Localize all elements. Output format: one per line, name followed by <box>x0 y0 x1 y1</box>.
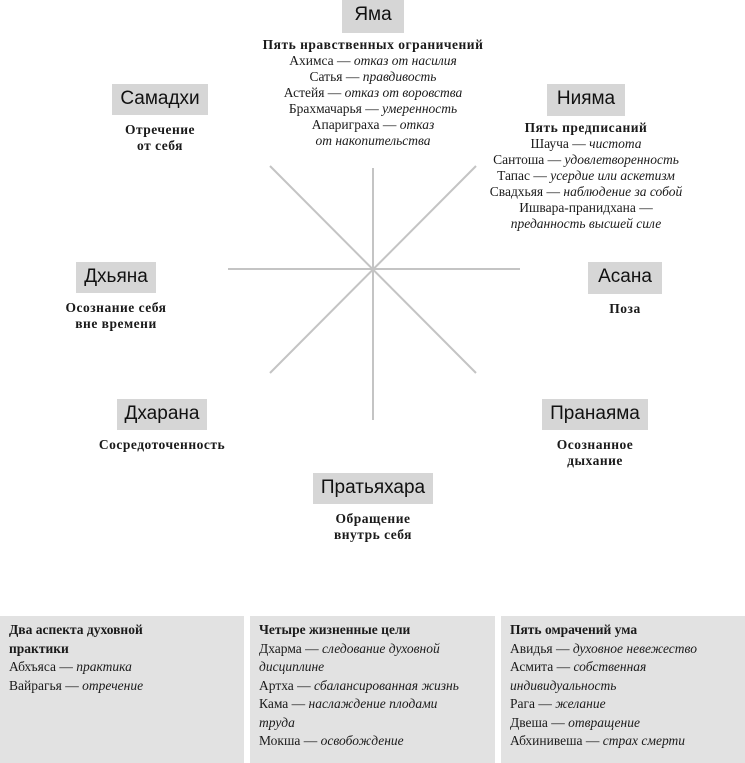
list-item: Шауча — чистота <box>530 136 642 151</box>
limb-niyama: Нияма Пять предписаний Шауча — чистота С… <box>456 84 716 232</box>
list-item: Сантоша — удовлетворенность <box>493 152 679 167</box>
list-item-continuation: от накопительства <box>315 133 431 148</box>
list-item: Свадхьяя — наблюдение за собой <box>489 184 683 199</box>
limb-subtitle: Обращение внутрь себя <box>333 511 412 542</box>
limb-label: Самадхи <box>112 84 208 115</box>
spoke-diagonal-b <box>269 165 477 374</box>
list-item: Авидья — духовное невежество <box>510 640 697 656</box>
limb-dhyana: Дхьяна Осознание себя вне времени <box>41 262 191 332</box>
limb-subtitle: Сосредоточенность <box>98 437 226 452</box>
list-item: Абхинивеша — страх смерти <box>510 733 686 748</box>
list-item: Дхарма — следование духовной <box>259 640 440 656</box>
list-item: Кама — наслаждение плодами <box>259 696 438 711</box>
limb-subtitle: Осознанное дыхание <box>556 437 634 468</box>
list-item: Астейя — отказ от воровства <box>283 85 463 100</box>
limb-label: Дхарана <box>116 399 208 430</box>
list-item: Тапас — усердие или аскетизм <box>497 168 675 183</box>
list-item: Вайрагья — отречение <box>9 677 144 693</box>
limb-asana: Асана Поза <box>565 262 685 317</box>
list-item: Ахимса — отказ от насилия <box>289 53 457 68</box>
limb-label: Асана <box>588 262 662 294</box>
limb-subtitle: Пять нравственных ограничений <box>262 37 484 52</box>
list-item-continuation: преданность высшей силе <box>510 216 662 231</box>
limb-yama: Яма Пять нравственных ограничений Ахимса… <box>223 0 523 149</box>
limb-label: Пранаяма <box>542 399 648 430</box>
list-item-continuation: труда <box>259 714 295 730</box>
list-item: Двеша — отвращение <box>510 714 640 730</box>
limb-pratyahara: Пратьяхара Обращение внутрь себя <box>293 473 453 543</box>
panel-heading: Пять омрачений ума <box>510 622 638 637</box>
limb-items: Шауча — чистота Сантоша — удовлетворенно… <box>456 136 716 232</box>
limb-label: Дхьяна <box>76 262 156 293</box>
limb-subtitle: Осознание себя вне времени <box>65 300 167 331</box>
limb-samadhi: Самадхи Отречение от себя <box>95 84 225 154</box>
limb-label: Нияма <box>546 84 626 116</box>
panel-heading: Два аспекта духовной практики <box>9 622 143 656</box>
limb-subtitle: Пять предписаний <box>524 120 648 135</box>
limb-subtitle: Поза <box>609 301 641 316</box>
list-item: Апариграха — отказ <box>311 117 435 132</box>
list-item: Рага — желание <box>510 696 606 711</box>
list-item-continuation: индивидуальность <box>510 677 617 693</box>
panel-mind-afflictions: Пять омрачений ума Авидья — духовное нев… <box>501 616 745 763</box>
limb-subtitle: Отречение от себя <box>124 122 196 153</box>
limb-items: Ахимса — отказ от насилия Сатья — правди… <box>223 53 523 149</box>
list-item: Ишвара-пранидхана — <box>519 200 653 215</box>
limb-label: Яма <box>342 0 404 33</box>
list-item: Мокша — освобождение <box>259 733 404 748</box>
list-item: Асмита — собственная <box>510 659 647 674</box>
list-item: Брахмачарья — умеренность <box>288 101 458 116</box>
limb-label: Пратьяхара <box>312 473 434 504</box>
limb-pranayama: Пранаяма Осознанное дыхание <box>520 399 670 469</box>
panel-heading: Четыре жизненные цели <box>259 622 411 637</box>
list-item: Сатья — правдивость <box>309 69 437 84</box>
list-item: Артха — сбалансированная жизнь <box>259 677 459 693</box>
panel-life-goals: Четыре жизненные цели Дхарма — следовани… <box>250 616 495 763</box>
list-item-continuation: дисциплине <box>259 659 325 674</box>
limb-dharana: Дхарана Сосредоточенность <box>77 399 247 453</box>
list-item: Абхъяса — практика <box>9 659 132 674</box>
panel-spiritual-practice: Два аспекта духовной практики Абхъяса — … <box>0 616 244 763</box>
